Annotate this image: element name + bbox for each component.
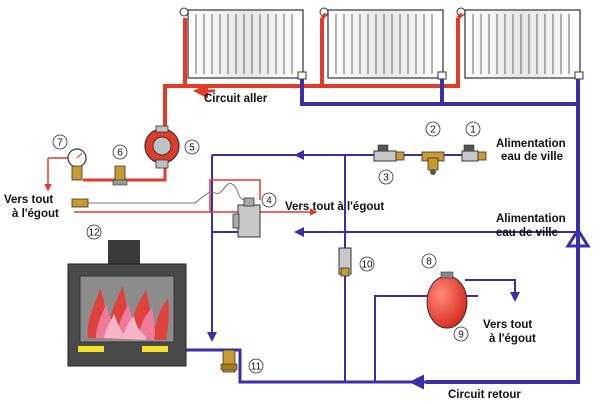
- label-alimentation-mid-2: eau de ville: [496, 227, 558, 239]
- label-egout-right-1: Vers tout: [483, 319, 532, 331]
- thermostatic-valve-4: [232, 197, 261, 238]
- radiator-1: [179, 7, 307, 80]
- circulator-pump-icon: [144, 125, 180, 169]
- label-circuit-retour: Circuit retour: [448, 389, 521, 401]
- safety-valve-6: [112, 165, 128, 186]
- pressure-reducer-valve-2: [421, 151, 445, 175]
- callout-7: 7: [57, 138, 63, 149]
- label-egout-center: Vers tout à l'égout: [285, 201, 384, 213]
- callout-3: 3: [383, 173, 389, 184]
- callout-2: 2: [430, 125, 436, 136]
- pressure-gauge-icon: [67, 148, 87, 181]
- callout-9: 9: [458, 330, 464, 341]
- callout-markers: 1 2 3 4 5 6 7 8 9 10 11 12: [52, 121, 481, 374]
- callout-4: 4: [266, 196, 272, 207]
- callout-10: 10: [361, 260, 373, 271]
- label-alimentation-top-2: eau de ville: [501, 151, 563, 163]
- label-egout-left-1: Vers tout: [4, 194, 53, 206]
- supply-circuit-pipes: [83, 12, 464, 182]
- radiator-2: [319, 7, 447, 80]
- callout-12: 12: [88, 228, 100, 239]
- label-egout-right-2: à l'égout: [489, 333, 536, 345]
- callout-1: 1: [470, 125, 476, 136]
- sensor-capillary: [88, 182, 250, 204]
- label-alimentation-top-1: Alimentation: [496, 138, 566, 150]
- drain-pipes: [44, 157, 318, 216]
- label-egout-left-2: à l'égout: [12, 208, 59, 220]
- return-valve-11: [220, 349, 238, 373]
- flame-icon: [87, 286, 169, 340]
- sensor-bulb: [71, 198, 89, 208]
- radiator-3: [456, 7, 584, 80]
- wood-stove-icon: [67, 240, 187, 367]
- callout-11: 11: [251, 362, 262, 373]
- callout-8: 8: [426, 257, 432, 268]
- label-circuit-aller: Circuit aller: [204, 93, 268, 105]
- expansion-tank-icon: [426, 271, 468, 329]
- drain-valve-10: [338, 247, 352, 277]
- check-valve-3: [373, 144, 405, 162]
- label-alimentation-mid-1: Alimentation: [496, 213, 566, 225]
- callout-6: 6: [117, 148, 123, 159]
- water-inlet-valve-1: [461, 144, 487, 162]
- callout-5: 5: [189, 143, 195, 154]
